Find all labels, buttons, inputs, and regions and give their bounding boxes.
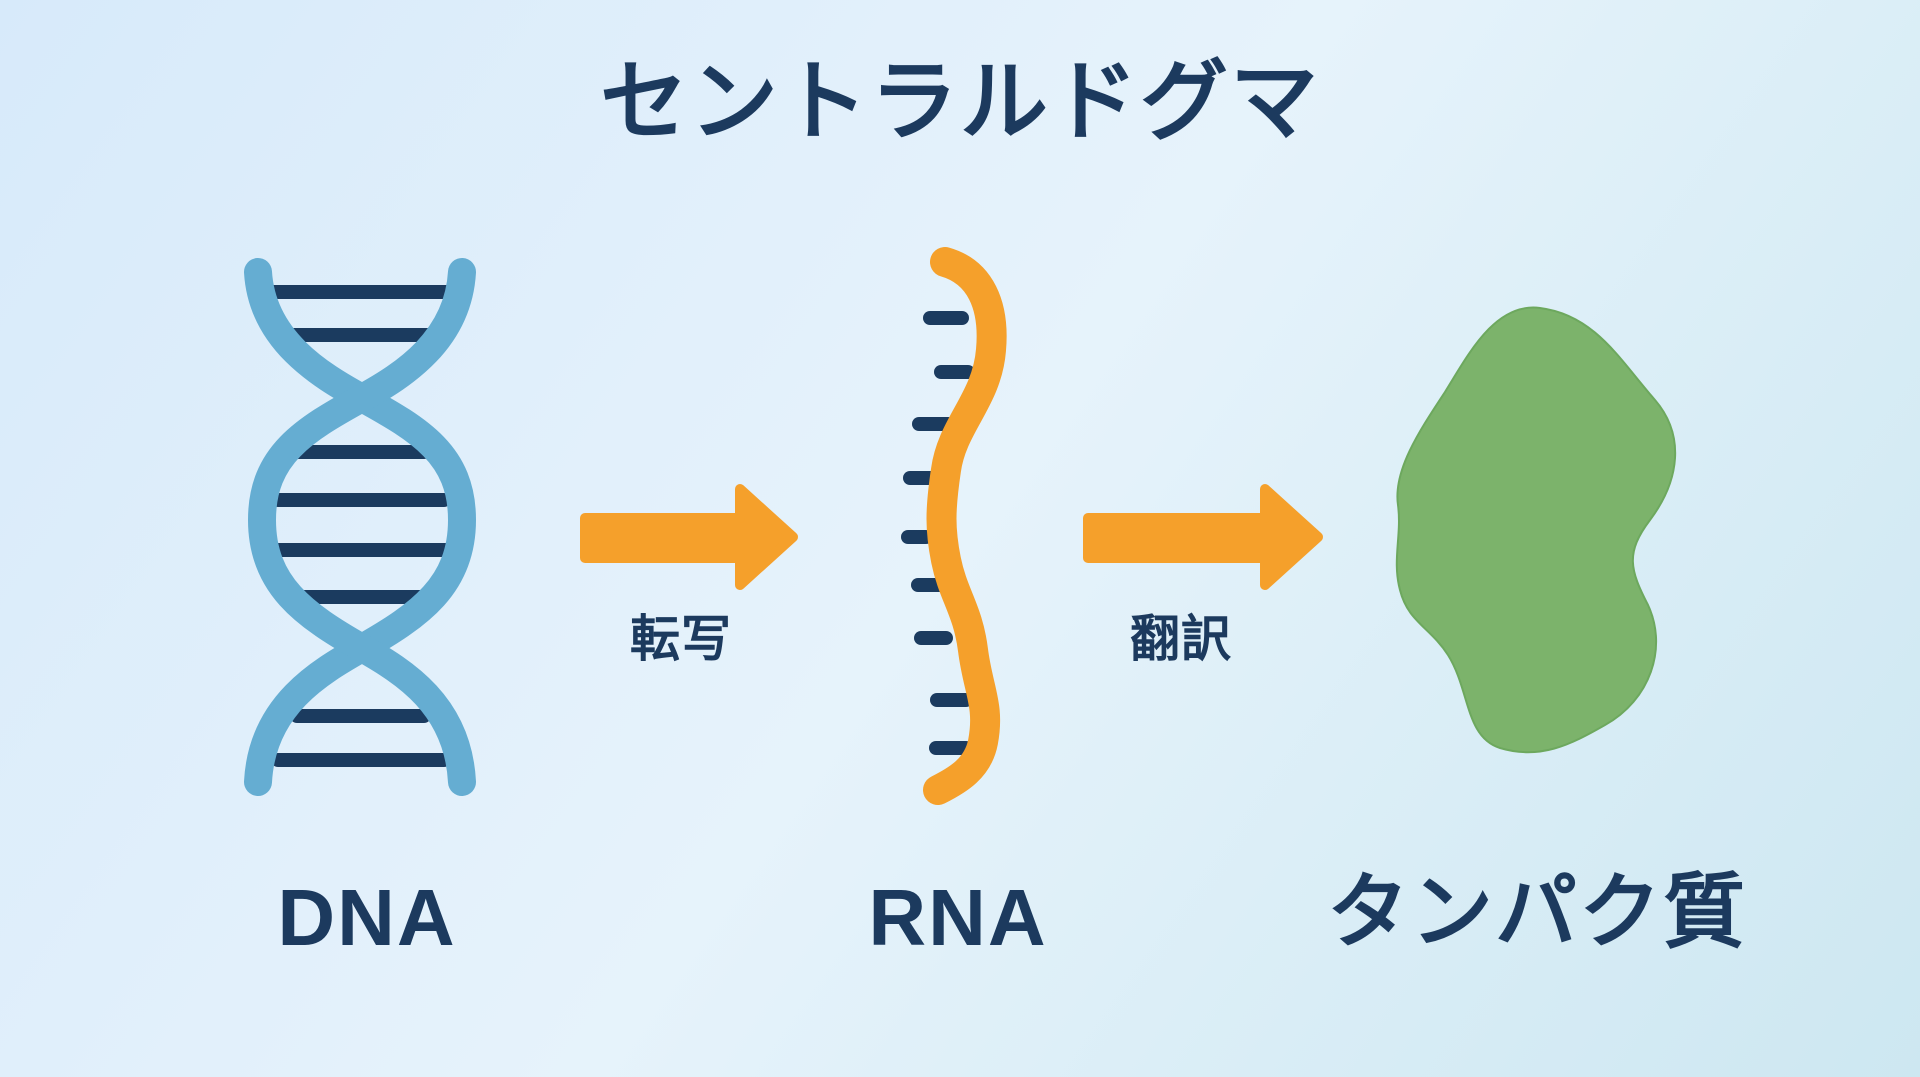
- rna-curve: [923, 247, 1007, 805]
- transcription-label: 転写: [630, 611, 732, 667]
- protein-blob-icon: [1395, 306, 1676, 754]
- translation-arrow: [1083, 484, 1323, 590]
- rna-single-strand-icon: [901, 247, 1007, 805]
- rna-label: RNA: [868, 873, 1048, 962]
- protein-label: タンパク質: [1326, 867, 1748, 958]
- dna-base-rungs: [265, 285, 455, 767]
- diagram-title: セントラルドグマ: [599, 52, 1321, 151]
- dna-strand-right: [247, 258, 476, 796]
- dna-double-helix-icon: [244, 258, 477, 796]
- transcription-arrow: [580, 484, 798, 590]
- dna-label: DNA: [277, 873, 457, 962]
- arrow-right-icon: [1083, 484, 1323, 590]
- dna-strand-left: [244, 258, 477, 796]
- rna-base-ticks: [901, 311, 975, 755]
- translation-label: 翻訳: [1130, 611, 1232, 667]
- arrow-right-icon: [580, 484, 798, 590]
